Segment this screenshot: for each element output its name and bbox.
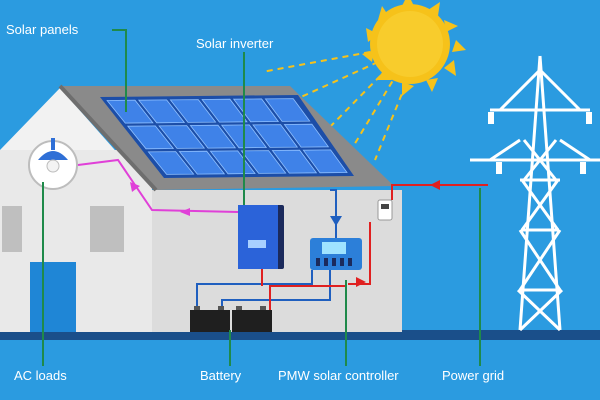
light-bulb-icon [28,138,78,190]
controller-icon [310,238,362,270]
solar-panel-array [100,95,354,178]
label-ac-loads: AC loads [14,368,67,383]
solar-cell [158,125,206,149]
label-solar-panels: Solar panels [6,22,79,37]
label-battery: Battery [200,368,242,383]
label-pmw-controller: PMW solar controller [278,368,399,383]
solar-cell [137,99,186,124]
battery-icon [190,306,272,332]
solar-cell [264,98,311,122]
solar-cell [302,149,348,174]
sun-icon [362,0,466,96]
solar-cell [252,124,299,148]
window-right [90,206,124,252]
window-left [2,206,22,252]
label-solar-inverter: Solar inverter [196,36,274,51]
dc-arrow [330,216,342,226]
solar-cell [169,99,217,123]
inverter-icon [238,205,284,269]
label-leaders [42,29,481,366]
solar-cell [271,149,318,174]
label-power-grid: Power grid [442,368,505,383]
solar-cell [201,98,248,123]
solar-cell [126,125,175,150]
solar-cell [240,150,287,174]
tower-insulators [488,112,592,174]
solar-cell [283,123,330,148]
ground-line [0,330,600,340]
solar-cell [178,150,226,175]
solar-cell [189,124,237,149]
door [30,262,76,332]
solar-cell [147,151,195,175]
transmission-tower-icon [470,55,600,332]
meter-icon [377,199,393,221]
